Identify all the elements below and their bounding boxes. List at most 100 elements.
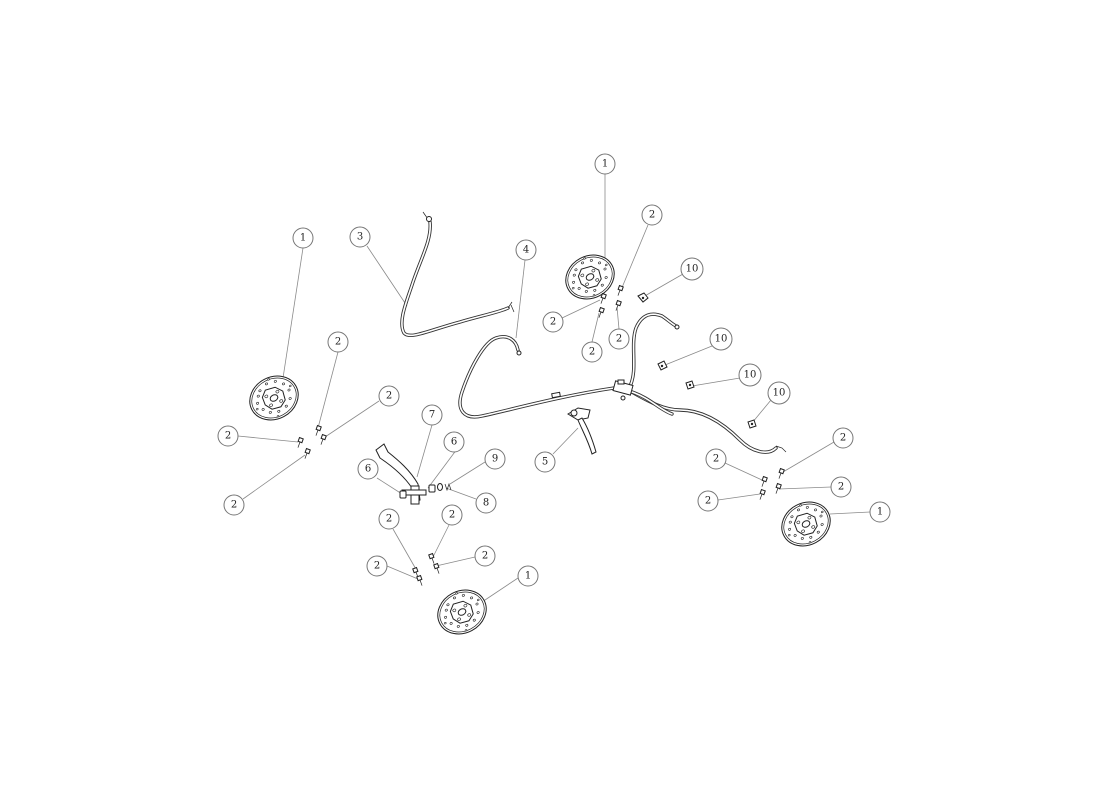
callout-5: 5 [534,451,556,473]
bolt [428,552,435,564]
washer-8 [437,483,443,491]
callout-2: 2 [327,331,349,353]
svg-text:5: 5 [542,457,548,468]
hose-clip-10c [685,380,695,390]
hose-clip-10a [637,292,649,303]
callout-2: 2 [542,311,564,333]
brake-hose-right [626,312,787,454]
callout-10: 10 [680,257,704,281]
svg-text:2: 2 [649,210,655,221]
callout-1: 1 [292,227,314,249]
brake-junction-block [612,379,634,401]
svg-text:3: 3 [357,232,363,243]
brake-hose-4 [458,335,616,419]
bolt [315,424,322,436]
svg-text:2: 2 [386,391,392,402]
svg-text:10: 10 [715,334,728,345]
svg-text:2: 2 [840,433,846,444]
svg-text:6: 6 [365,464,371,475]
bolt [412,566,419,578]
callout-2: 2 [223,494,245,516]
callout-2: 2 [378,508,400,530]
brake-disc-top [561,249,618,304]
callout-2: 2 [217,425,239,447]
callout-2: 2 [641,204,663,226]
svg-text:2: 2 [838,482,844,493]
bolt [304,447,311,459]
callout-10: 10 [738,363,762,387]
svg-text:2: 2 [449,510,455,521]
svg-text:2: 2 [225,431,231,442]
svg-text:2: 2 [374,561,380,572]
brake-hose-3 [400,211,515,338]
callout-2: 2 [378,385,400,407]
callout-2: 2 [608,328,630,350]
callout-2: 2 [697,490,719,512]
hose-clip-10d [747,419,757,429]
svg-text:2: 2 [482,551,488,562]
bolt [761,475,768,487]
callout-4: 4 [515,239,537,261]
callout-9: 9 [484,448,506,470]
bolt [600,292,607,304]
callout-8: 8 [475,492,497,514]
disc-bolts [297,284,785,586]
spacer-6-right [428,484,436,493]
bolt [775,482,782,494]
svg-text:9: 9 [492,454,498,465]
svg-text:2: 2 [231,500,237,511]
callout-2: 2 [705,448,727,470]
svg-text:10: 10 [686,264,699,275]
bolt [759,488,766,500]
callout-1: 1 [517,565,539,587]
svg-text:1: 1 [602,159,608,170]
callout-2: 2 [366,555,388,577]
brake-disc-left [245,370,302,425]
callout-2: 2 [832,427,854,449]
svg-text:2: 2 [713,454,719,465]
bolt [778,467,785,479]
callout-1: 1 [869,501,891,523]
svg-text:2: 2 [335,337,341,348]
leader-lines [237,174,871,603]
callout-10: 10 [709,327,733,351]
svg-text:1: 1 [877,507,883,518]
callout-6: 6 [443,431,465,453]
bolt [615,299,622,311]
callout-6: 6 [357,458,379,480]
hose-clip-10b [657,360,668,371]
bolt [598,306,605,318]
callout-7: 7 [421,404,443,426]
svg-text:1: 1 [300,233,306,244]
bolt [416,574,423,586]
bolt [297,436,304,448]
bolt [320,433,327,445]
svg-text:1: 1 [525,571,531,582]
svg-text:4: 4 [523,245,529,256]
brake-lever-5 [567,407,597,455]
svg-text:2: 2 [616,334,622,345]
svg-text:6: 6 [451,437,457,448]
brake-disc-bottom [433,584,490,639]
callout-2: 2 [441,504,463,526]
spacer-6-left [399,490,407,499]
brake-disc-right [777,496,834,551]
callout-2: 2 [474,545,496,567]
svg-text:7: 7 [429,410,435,421]
svg-text:10: 10 [744,370,757,381]
callout-1: 1 [594,153,616,175]
bolt [617,284,624,296]
callout-2: 2 [581,341,603,363]
svg-text:2: 2 [386,514,392,525]
callout-2: 2 [830,476,852,498]
callout-10: 10 [767,381,791,405]
svg-text:2: 2 [589,347,595,358]
callouts: 1 1 1 1 2 2 2 2 2 2 2 2 2 2 2 2 2 2 2 2 … [217,153,891,587]
svg-text:10: 10 [773,388,786,399]
svg-text:8: 8 [483,498,489,509]
svg-text:2: 2 [550,317,556,328]
callout-3: 3 [349,226,371,248]
spring-9 [444,482,452,492]
svg-text:2: 2 [705,496,711,507]
